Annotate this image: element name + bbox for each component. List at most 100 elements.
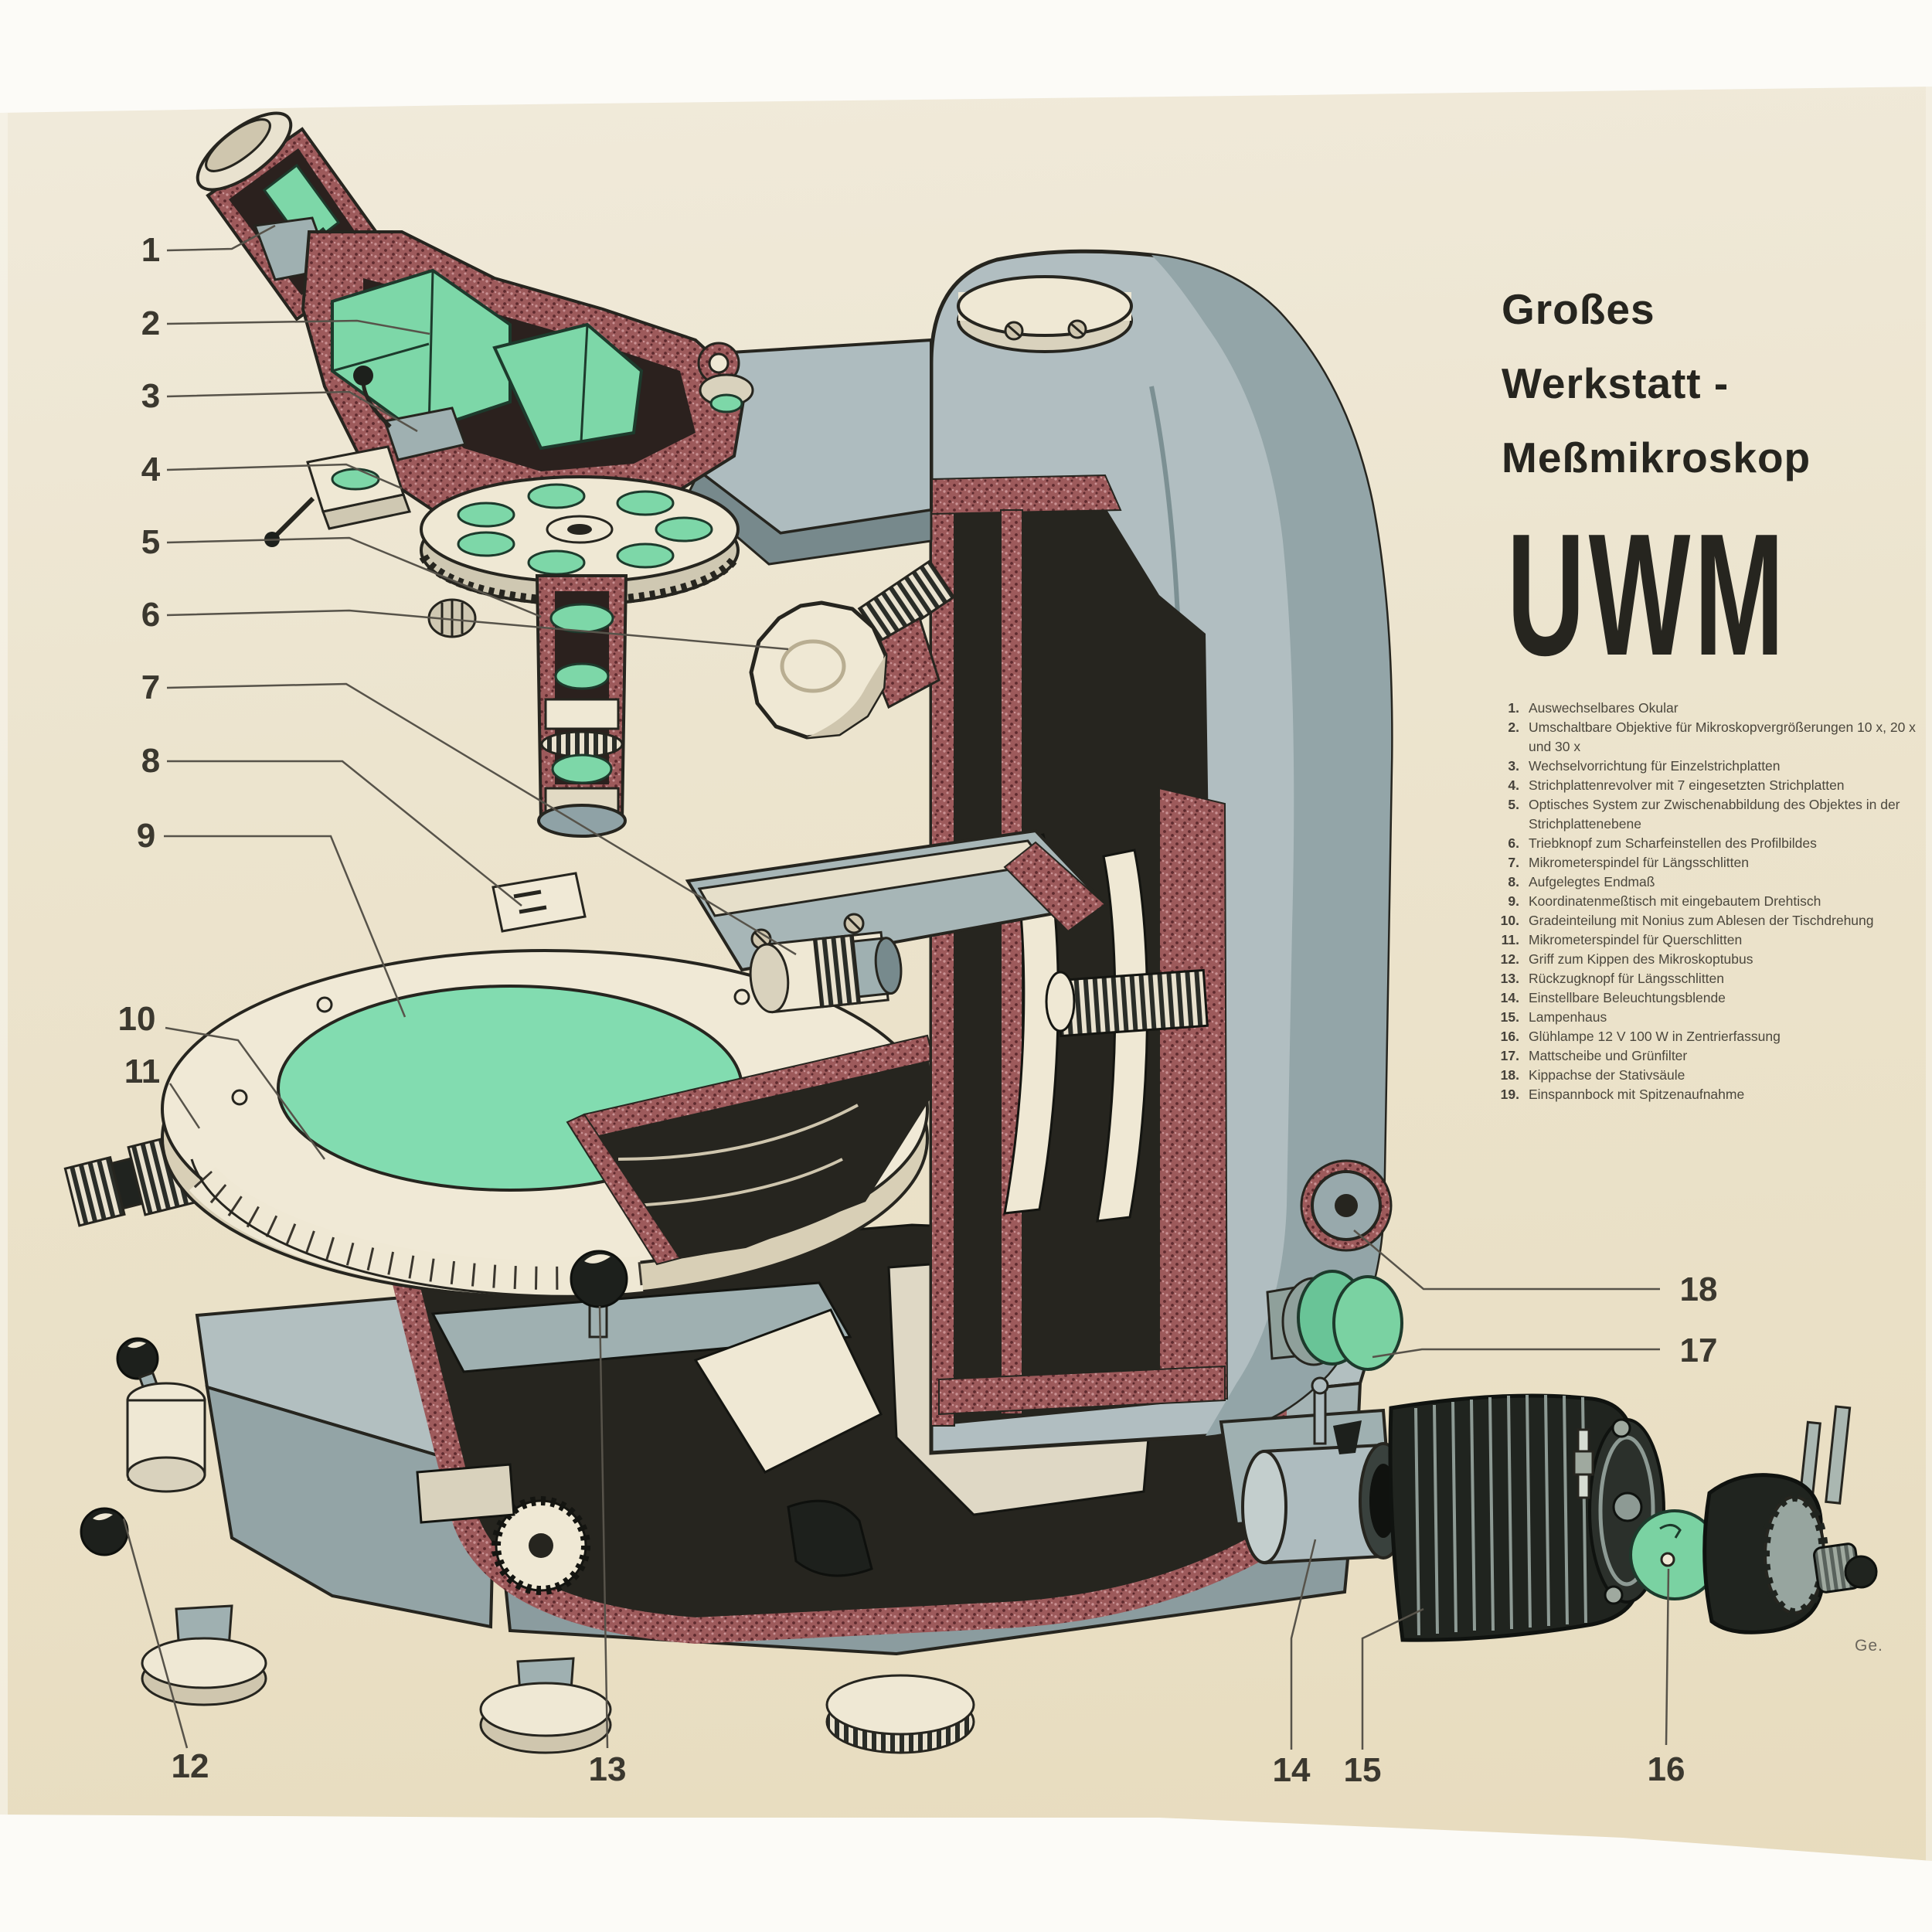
legend-item-number: 17. — [1500, 1048, 1519, 1063]
illumination-train — [1219, 1270, 1878, 1642]
legend-item-text: Lampenhaus — [1529, 1009, 1607, 1025]
lamp-centering-socket — [1702, 1405, 1878, 1634]
legend-item: 1. Auswechselbares Okular — [1487, 699, 1932, 718]
legend-item-text: Optisches System zur Zwischenabbildung d… — [1529, 797, 1900, 832]
legend-item-number: 7. — [1508, 855, 1519, 870]
legend-item: 11. Mikrometerspindel für Querschlitten — [1487, 930, 1932, 950]
poster-title: Großes Werkstatt - Meßmikroskop — [1502, 272, 1811, 495]
tilt-axis-hub — [1300, 1159, 1393, 1252]
legend-item-text: Triebknopf zum Scharfeinstellen des Prof… — [1529, 835, 1817, 851]
legend-item-text: Mattscheibe und Grünfilter — [1529, 1048, 1688, 1063]
artist-signature: Ge. — [1855, 1637, 1883, 1655]
longitudinal-micrometer-spindle — [1045, 968, 1209, 1038]
title-line: Werkstatt - — [1502, 359, 1730, 407]
callout-number: 3 — [141, 377, 161, 415]
callout-number: 6 — [141, 596, 161, 634]
legend-item-number: 18. — [1500, 1067, 1519, 1083]
legend-item-number: 1. — [1508, 700, 1519, 716]
legend-item-text: Wechselvorrichtung für Einzelstrichplatt… — [1529, 758, 1781, 774]
callout-number: 10 — [117, 1000, 156, 1038]
lamp-house — [1388, 1393, 1665, 1642]
longitudinal-slide — [685, 828, 1108, 972]
legend-item: 12. Griff zum Kippen des Mikroskoptubus — [1487, 950, 1932, 969]
legend-item-text: Strichplattenrevolver mit 7 eingesetzten… — [1529, 777, 1845, 793]
legend-item: 2. Umschaltbare Objektive für Mikroskopv… — [1487, 718, 1932, 757]
rotary-stage — [161, 949, 935, 1298]
callout-number: 7 — [141, 668, 161, 706]
callout-number: 8 — [141, 742, 161, 780]
callout-number: 12 — [171, 1747, 209, 1785]
callout-number: 4 — [141, 451, 161, 488]
incandescent-lamp-glass — [1629, 1509, 1720, 1600]
legend-item: 17. Mattscheibe und Grünfilter — [1487, 1046, 1932, 1066]
legend-item-text: Umschaltbare Objektive für Mikroskopverg… — [1529, 719, 1916, 754]
title-line: Meßmikroskop — [1502, 434, 1811, 481]
legend-item-number: 4. — [1508, 777, 1519, 793]
legend-item-text: Griff zum Kippen des Mikroskoptubus — [1529, 951, 1753, 967]
legend-item: 13. Rückzugknopf für Längsschlitten — [1487, 969, 1932, 988]
ground-glass-and-green-filter — [1266, 1270, 1403, 1371]
legend-item-number: 14. — [1500, 990, 1519, 1005]
legend-item-text: Rückzugknopf für Längsschlitten — [1529, 971, 1724, 986]
legend-item-number: 6. — [1508, 835, 1519, 851]
callout-number: 13 — [588, 1750, 627, 1788]
legend-item-number: 16. — [1500, 1029, 1519, 1044]
legend-item-number: 5. — [1508, 797, 1519, 812]
legend-item: 8. Aufgelegtes Endmaß — [1487, 872, 1932, 892]
legend-item-number: 12. — [1500, 951, 1519, 967]
legend-item: 7. Mikrometerspindel für Längsschlitten — [1487, 853, 1932, 872]
legend-item-number: 10. — [1500, 913, 1519, 928]
legend-item-number: 19. — [1500, 1087, 1519, 1102]
callout-number: 2 — [141, 304, 161, 342]
tilt-handle — [787, 1499, 873, 1577]
legend-item: 18. Kippachse der Stativsäule — [1487, 1066, 1932, 1085]
legend-item-text: Einstellbare Beleuchtungsblende — [1529, 990, 1726, 1005]
legend-item: 9. Koordinatenmeßtisch mit eingebautem D… — [1487, 892, 1932, 911]
model-designation: UWM — [1507, 497, 1788, 692]
microscope-head — [196, 111, 933, 838]
legend-item: 10. Gradeinteilung mit Nonius zum Ablese… — [1487, 911, 1932, 930]
legend-item-text: Koordinatenmeßtisch mit eingebautem Dreh… — [1529, 893, 1821, 909]
legend-item-number: 3. — [1508, 758, 1519, 774]
deflection-prism — [331, 268, 512, 435]
legend-item: 4. Strichplattenrevolver mit 7 eingesetz… — [1487, 776, 1932, 795]
callout-number: 17 — [1679, 1332, 1718, 1369]
callout-number: 9 — [136, 817, 156, 855]
tilt-grip-drum — [80, 1382, 206, 1556]
leveling-foot — [825, 1674, 975, 1754]
callout-number: 5 — [141, 523, 161, 561]
legend-item-number: 2. — [1508, 719, 1519, 735]
legend-item-text: Auswechselbares Okular — [1529, 700, 1679, 716]
legend-item-number: 8. — [1508, 874, 1519, 889]
retract-knob — [570, 1250, 628, 1338]
legend-item-number: 13. — [1500, 971, 1519, 986]
legend-item-text: Aufgelegtes Endmaß — [1529, 874, 1655, 889]
title-line: Großes — [1502, 285, 1655, 333]
callout-leader-lines — [122, 224, 1670, 1750]
intermediate-optics-barrel — [535, 574, 628, 838]
legend-item: 6. Triebknopf zum Scharfeinstellen des P… — [1487, 834, 1932, 853]
secondary-prism — [492, 322, 644, 451]
legend-item-text: Gradeinteilung mit Nonius zum Ablesen de… — [1529, 913, 1874, 928]
callout-number: 14 — [1272, 1751, 1311, 1789]
callout-number: 16 — [1647, 1750, 1685, 1788]
legend-item-text: Mikrometerspindel für Querschlitten — [1529, 932, 1743, 947]
single-reticle-plate — [264, 445, 411, 547]
callout-number: 15 — [1343, 1751, 1382, 1789]
legend-item-text: Einspannbock mit Spitzenaufnahme — [1529, 1087, 1745, 1102]
gauge-block — [492, 872, 587, 933]
micrometer-drum — [749, 930, 903, 1014]
callout-number: 11 — [124, 1053, 161, 1090]
legend-item: 15. Lampenhaus — [1487, 1008, 1932, 1027]
reticle-changer — [353, 366, 467, 461]
callout-number: 1 — [141, 231, 161, 269]
legend-item: 3. Wechselvorrichtung für Einzelstrichpl… — [1487, 757, 1932, 776]
stand-column — [929, 249, 1393, 1455]
callout-number: 18 — [1679, 1270, 1718, 1308]
leveling-foot — [141, 1604, 267, 1706]
legend-item-number: 15. — [1500, 1009, 1519, 1025]
legend-item-text: Kippachse der Stativsäule — [1529, 1067, 1685, 1083]
parts-legend: 1. Auswechselbares Okular 2. Umschaltbar… — [1487, 699, 1932, 1104]
legend-item-text: Glühlampe 12 V 100 W in Zentrierfassung — [1529, 1029, 1781, 1044]
